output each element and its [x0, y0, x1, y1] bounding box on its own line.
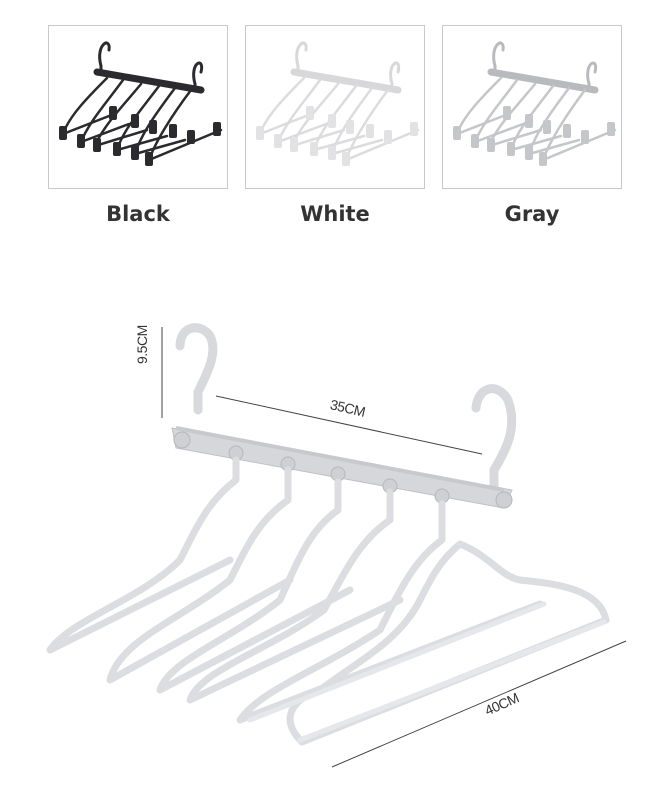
variant-label-white: White	[300, 202, 370, 226]
variant-swatch-white[interactable]	[245, 25, 425, 189]
variant-swatch-gray[interactable]	[442, 25, 622, 189]
variant-label-gray: Gray	[504, 202, 560, 226]
hanger-rack-black-icon	[59, 41, 223, 166]
hanger-rack-white-icon	[256, 41, 420, 166]
product-dimension-diagram: 9.5CM 35CM 40CM	[0, 300, 667, 800]
variant-label-black: Black	[106, 202, 170, 226]
variant-swatch-black[interactable]	[48, 25, 228, 189]
hanger-rack-gray-icon	[453, 41, 617, 166]
multi-hanger-rack-icon	[46, 323, 627, 768]
hook-height-label: 9.5CM	[134, 325, 150, 364]
